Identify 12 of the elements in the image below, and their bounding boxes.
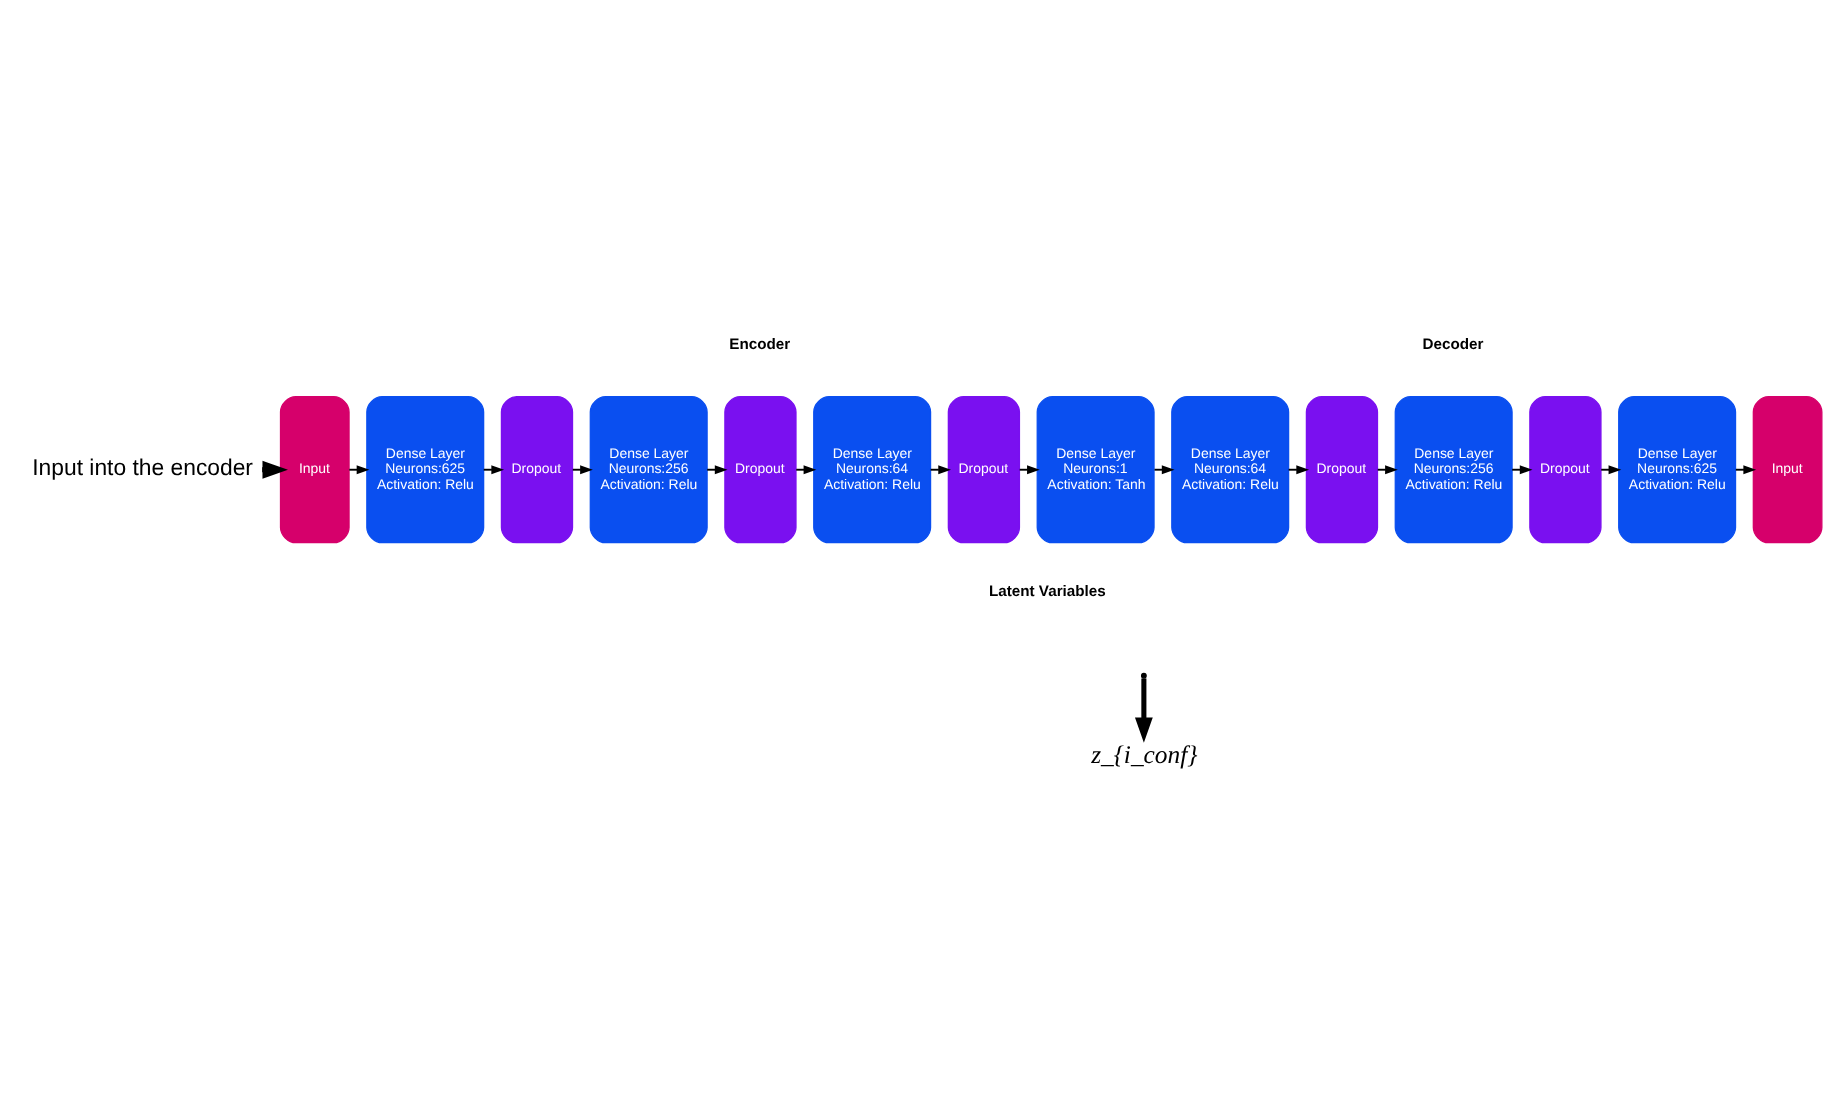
arrow bbox=[1153, 465, 1175, 475]
arrow bbox=[795, 465, 817, 475]
arrow bbox=[1376, 465, 1398, 475]
node-text: z_{i_conf} bbox=[1091, 741, 1198, 770]
arrow bbox=[1600, 465, 1622, 475]
arrow bbox=[1511, 465, 1533, 475]
arrow bbox=[571, 465, 593, 475]
arrow bbox=[1018, 465, 1040, 475]
arrow bbox=[1134, 678, 1153, 743]
node-text: Input into the encoder bbox=[32, 457, 253, 482]
arrow bbox=[706, 465, 728, 475]
arrow bbox=[348, 465, 370, 475]
